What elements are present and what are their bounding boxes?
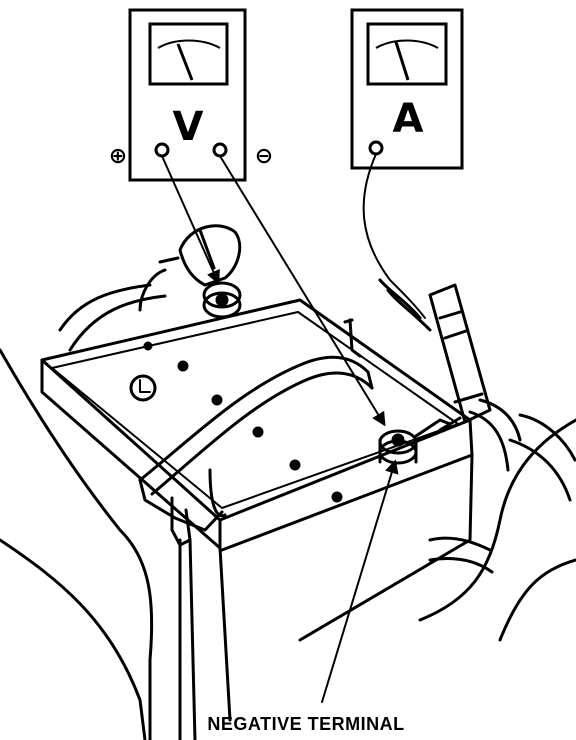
plus-symbol: ⊕ [109, 144, 127, 169]
ammeter-dial [366, 22, 448, 86]
minus-symbol: ⊖ [255, 144, 273, 169]
negative-terminal-label: NEGATIVE TERMINAL [207, 714, 404, 734]
voltmeter-dial [148, 22, 229, 86]
ammeter: A [350, 8, 464, 170]
ammeter-jack [368, 140, 384, 156]
voltmeter-negative-jack [212, 142, 228, 158]
engine-bay-outline [0, 283, 576, 740]
voltmeter-negative-lead [219, 155, 386, 427]
ammeter-lead [362, 153, 426, 319]
voltmeter-positive-jack [154, 142, 170, 158]
voltmeter-letter: V [173, 104, 204, 150]
positive-terminal [138, 224, 242, 319]
negative-terminal [378, 418, 452, 465]
ammeter-clamp [378, 278, 522, 472]
caption-pointer [321, 459, 399, 703]
voltmeter-positive-lead [161, 155, 220, 285]
hold-down-bracket [138, 318, 374, 740]
battery [40, 298, 474, 722]
ammeter-letter: A [393, 96, 424, 142]
voltmeter: V [128, 8, 247, 182]
